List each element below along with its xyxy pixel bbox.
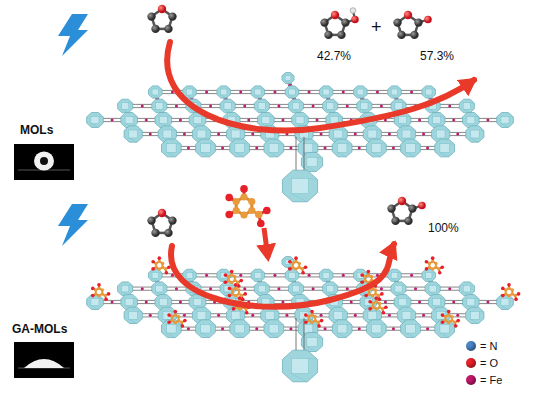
- yield-value: 100%: [428, 222, 459, 235]
- legend-text: = O: [480, 357, 498, 369]
- light-bolt: [58, 204, 88, 246]
- material-name: GA-MOLs: [12, 323, 67, 336]
- gallic-acid: [224, 270, 243, 288]
- gallic-acid: [368, 296, 387, 314]
- legend-swatch: [466, 375, 476, 385]
- material-name: MOLs: [20, 124, 53, 137]
- contact-angle-image: [14, 144, 74, 180]
- legend-swatch: [466, 341, 476, 351]
- mol-sheet: [87, 257, 514, 382]
- addition-arrow: [264, 228, 268, 258]
- molecule: [147, 209, 176, 237]
- gallic-acid: [304, 310, 323, 328]
- yield-value: 57.3%: [420, 50, 454, 63]
- contact-angle-image: [14, 342, 74, 378]
- gallic-acid: [228, 283, 247, 301]
- legend-entry: = Fe: [466, 374, 502, 386]
- plus-sign: +: [371, 18, 382, 38]
- yield-value: 42.7%: [317, 50, 351, 63]
- gallic-acid: [501, 283, 520, 301]
- gallic-acid: [288, 256, 307, 274]
- light-bolt: [58, 14, 88, 56]
- gallic-acid: [441, 310, 460, 328]
- molecule: [393, 11, 431, 39]
- gallic-acid: [151, 256, 170, 274]
- gallic-acid: [425, 256, 444, 274]
- molecule: [387, 197, 425, 225]
- legend-text: = Fe: [480, 374, 502, 386]
- gallic-acid: [225, 185, 270, 227]
- legend-entry: = O: [466, 357, 498, 369]
- reaction-arrow: [167, 42, 474, 131]
- reaction-arrow: [171, 244, 394, 307]
- molecule: [320, 8, 358, 39]
- legend-text: = N: [480, 340, 497, 352]
- gallic-acid: [91, 283, 110, 301]
- legend-entry: = N: [466, 340, 497, 352]
- legend-swatch: [466, 358, 476, 368]
- molecule: [147, 5, 176, 33]
- gallic-acid: [167, 310, 186, 328]
